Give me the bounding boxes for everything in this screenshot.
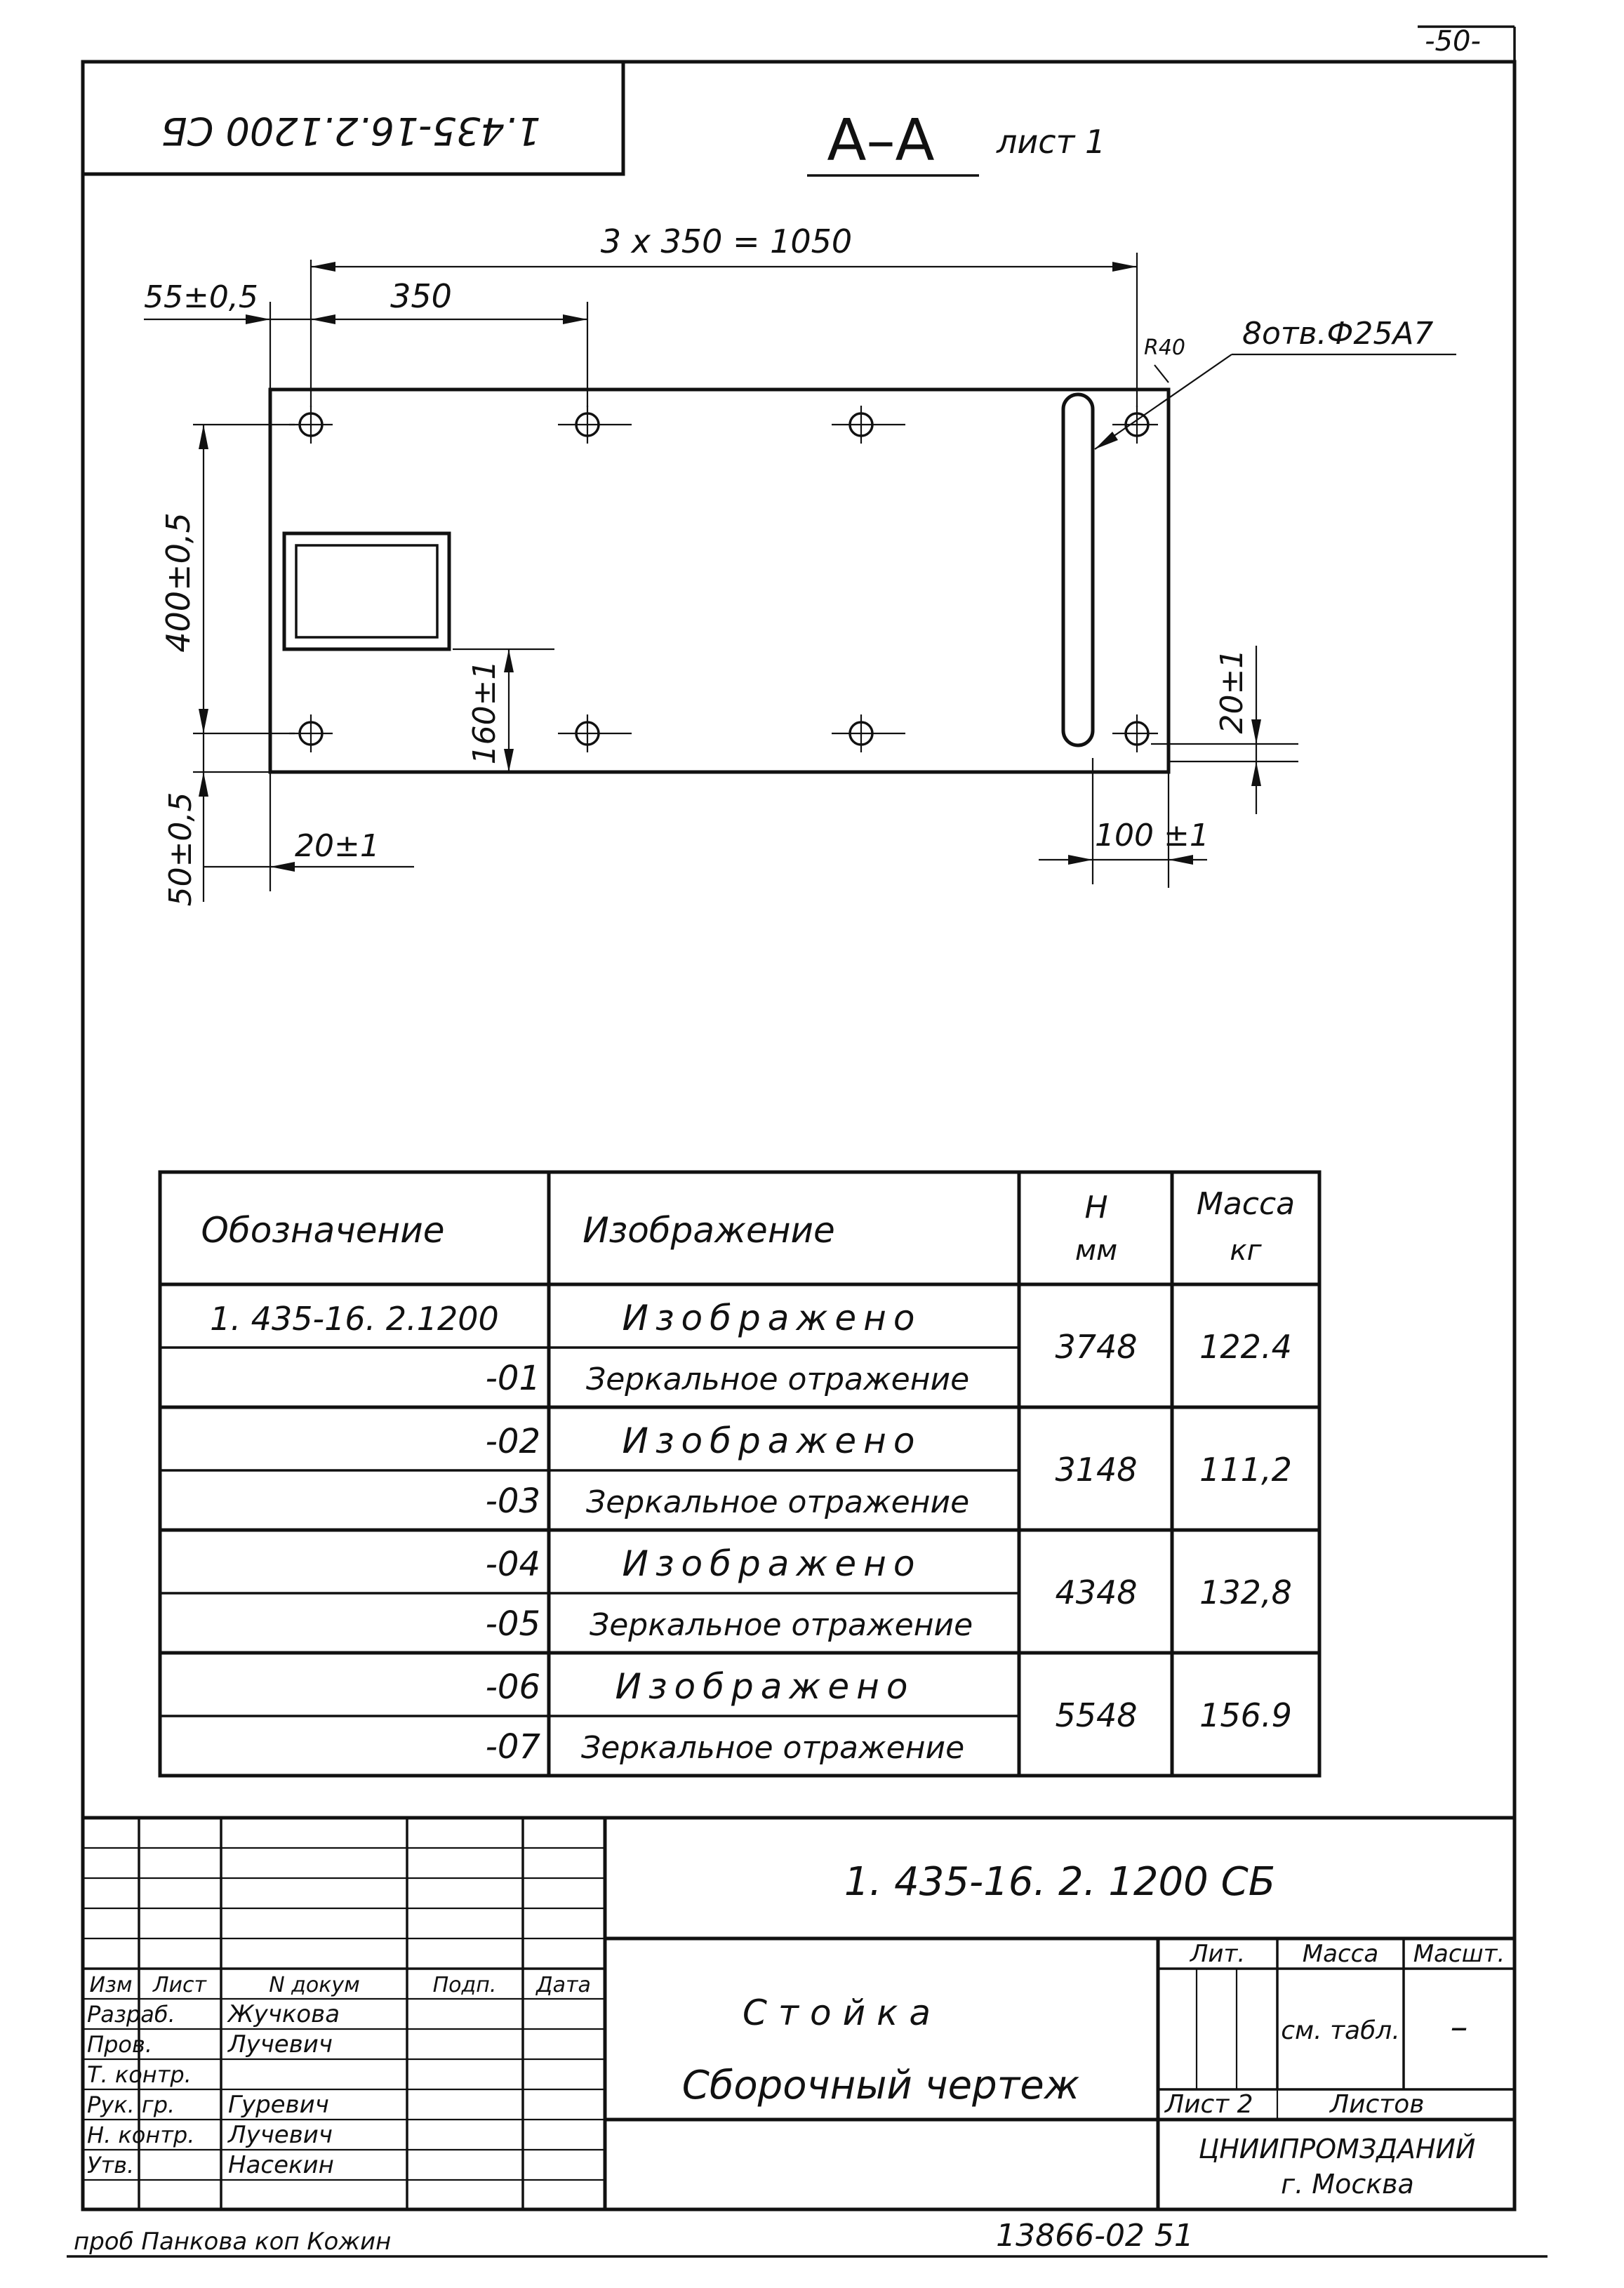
dim-radius: R40 [1144,335,1185,360]
title-block-person: Лучевич [227,2030,333,2058]
plate-window [282,531,451,651]
section-header: А–А лист 1 [807,107,1105,177]
title-block-header-date: Дата [535,1973,591,1997]
table-group-mass: 111,2 [1199,1451,1292,1489]
page-number: -50- [1425,25,1481,58]
title-block-person: Гуревич [228,2091,329,2119]
hole-bottom-2 [558,714,632,752]
plate-slot [1061,392,1095,747]
table-row-designation: -02 [486,1422,540,1461]
title-block-sheet: Лист 2 [1164,2090,1253,2119]
table-row-designation: -07 [486,1727,541,1767]
table-row-image: Изображено [623,1298,922,1338]
dim-edge-x: 55±0,5 [144,279,258,315]
title-block-header-izm: Изм [89,1973,132,1997]
title-block-role: Утв. [87,2152,134,2179]
title-block-role: Т. контр. [87,2061,192,2088]
hole-top-3 [832,406,905,444]
title-block-person: Жучкова [227,2000,340,2028]
top-stamp-code: 1.435-16.2.1200 СБ [161,109,541,153]
table-header-designation: Обозначение [201,1210,445,1251]
table-group-h: 4348 [1055,1574,1137,1611]
title-block-header-list: Лист [152,1973,208,1997]
table-header-image: Изображение [583,1210,835,1251]
table-row-designation: -06 [486,1668,540,1707]
title-block: 1. 435-16. 2. 1200 СБ Стойка Сборочный ч… [83,1816,1515,2209]
table-row-designation: -04 [486,1545,540,1584]
title-block-role: Н. контр. [87,2122,194,2148]
table-row-image: Зеркальное отражение [590,1607,973,1643]
top-stamp: 1.435-16.2.1200 СБ [81,60,625,176]
table-group-mass: 156.9 [1199,1696,1292,1734]
table-row-image: Зеркальное отражение [586,1484,969,1520]
title-block-header-sign: Подп. [433,1973,497,1997]
title-block-sheets: Листов [1329,2090,1424,2119]
plate-drawing: 3 х 350 = 1050 350 55±0,5 R40 8отв.Ф25А7… [144,222,1456,906]
table-group-mass: 132,8 [1199,1574,1292,1611]
hole-bottom-4 [1112,714,1158,752]
table-header-mass: Масса [1197,1186,1295,1222]
dim-height: 400±0,5 [159,512,197,653]
dim-window: 160±1 [467,660,502,765]
table-group-h: 3748 [1055,1328,1137,1366]
sheet-frame [67,25,1548,2258]
table-row-designation: 1. 435-16. 2.1200 [210,1300,499,1338]
table-group-h: 3148 [1055,1451,1137,1489]
table-group-h: 5548 [1055,1696,1137,1734]
title-block-role: Пров. [87,2031,152,2058]
table-row-image: Изображено [623,1543,922,1584]
title-block-mass-value: см. табл. [1281,2016,1400,2045]
table-row-image: Изображено [623,1421,922,1461]
title-block-header-doc: N докум [269,1973,360,1997]
section-title: А–А [827,107,934,174]
title-block-city: г. Москва [1281,2169,1414,2200]
footer-left: проб Панкова коп Кожин [74,2228,391,2256]
dim-holes: 8отв.Ф25А7 [1242,316,1433,352]
title-block-org: ЦНИИПРОМЗДАНИЙ [1199,2134,1476,2164]
hole-top-4 [1112,406,1158,444]
dim-pitch: 350 [390,277,452,315]
title-block-doc-type: Сборочный чертеж [682,2063,1079,2108]
title-block-name: Стойка [743,1993,942,2033]
title-block-role: Разраб. [87,2001,175,2028]
table-row-image: Зеркальное отражение [581,1730,964,1766]
dim-inset-right: 20±1 [1214,649,1250,734]
table-row-designation: -01 [486,1359,540,1398]
table-row-image: Зеркальное отражение [586,1362,969,1397]
dim-total: 3 х 350 = 1050 [601,222,852,260]
table-header-h: Н [1084,1190,1107,1225]
footer-number: 13866-02 51 [996,2218,1194,2254]
dim-edge-y: 50±0,5 [163,792,199,907]
table-row-image: Изображено [615,1666,915,1707]
dim-inset-left: 20±1 [295,828,380,864]
title-block-person: Лучевич [227,2121,333,2149]
table-group-mass: 122.4 [1199,1328,1292,1366]
hole-top-1 [289,406,333,444]
title-block-person: Насекин [228,2151,334,2179]
hole-bottom-3 [832,714,905,752]
title-block-role: Рук. гр. [87,2091,175,2118]
table-header-h-unit: мм [1075,1235,1117,1267]
title-block-header-mass: Масса [1303,1940,1378,1968]
title-block-header-scale: Масшт. [1413,1940,1505,1968]
section-sheet-label: лист 1 [996,123,1105,161]
hole-bottom-1 [289,714,333,752]
variants-table: Обозначение Изображение Н мм Масса кг 1.… [158,1170,1322,1778]
table-row-designation: -03 [486,1482,540,1521]
hole-top-2 [558,406,632,444]
title-block-header-lit: Лит. [1189,1940,1245,1968]
plate-outline [268,387,1171,774]
table-row-designation: -05 [486,1604,540,1644]
dim-slot: 100 ±1 [1095,818,1209,853]
title-block-code: 1. 435-16. 2. 1200 СБ [844,1859,1275,1905]
title-block-scale-value: – [1451,2007,1468,2047]
table-header-mass-unit: кг [1230,1235,1262,1267]
